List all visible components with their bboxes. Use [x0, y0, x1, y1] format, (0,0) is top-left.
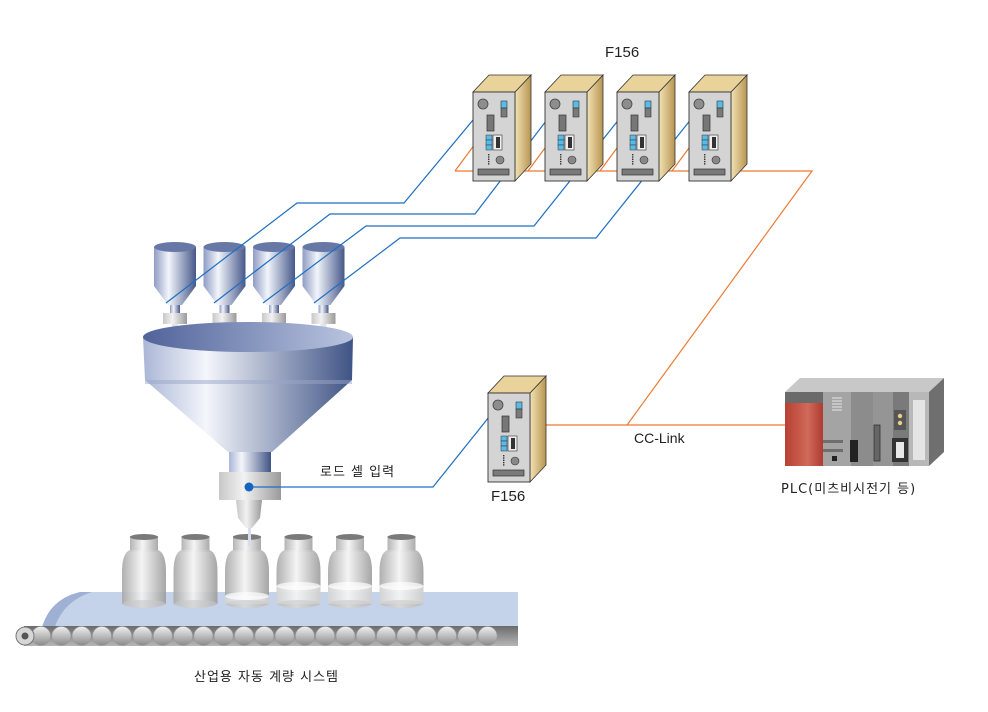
main-controller-label: F156	[491, 488, 526, 505]
roller	[295, 626, 315, 646]
roller	[173, 626, 193, 646]
knob-icon	[492, 399, 504, 411]
roller	[355, 626, 376, 646]
hopper-valve	[163, 313, 187, 324]
top-controllers-label: F156	[605, 44, 640, 61]
roller	[51, 626, 72, 646]
f156-controller-top	[616, 73, 676, 183]
hopper-valve	[212, 313, 237, 324]
roller	[71, 626, 92, 646]
roller	[193, 626, 214, 646]
roller	[335, 626, 356, 646]
signal-line-1	[165, 107, 484, 304]
bottle	[379, 534, 424, 608]
dispense-nozzle	[236, 500, 262, 546]
roller	[234, 626, 254, 646]
bottle	[122, 534, 166, 608]
roller	[112, 626, 132, 646]
roller-axle	[21, 632, 29, 640]
hopper-valve	[262, 313, 286, 324]
diagram-title: 산업용 자동 계량 시스템	[194, 670, 339, 685]
roller	[396, 626, 417, 646]
plc-label: PLC(미츠비시전기 등)	[781, 482, 917, 497]
bottle-fill	[328, 586, 372, 604]
bottle	[225, 534, 269, 608]
load-cell-sensor-dot	[244, 482, 254, 492]
roller	[213, 626, 234, 646]
roller	[457, 626, 478, 646]
bottle-fill	[276, 586, 321, 604]
hopper	[302, 242, 345, 344]
roller	[437, 626, 457, 646]
knob-icon	[693, 98, 705, 110]
roller	[376, 626, 396, 646]
roller	[153, 626, 173, 646]
roller	[477, 626, 498, 646]
f156-controllers	[472, 73, 748, 484]
plc-power-module	[785, 403, 823, 466]
roller	[315, 626, 336, 646]
hopper-valve	[311, 313, 336, 324]
roller	[132, 626, 153, 646]
knob-icon	[549, 98, 561, 110]
bottle-fill	[379, 586, 424, 604]
knob-icon	[477, 98, 489, 110]
roller	[416, 626, 437, 646]
knob-icon	[621, 98, 633, 110]
signal-line-loadcell	[252, 411, 494, 488]
f156-controller-top	[688, 73, 748, 183]
conveyor-rollers	[31, 626, 498, 646]
bottle	[276, 534, 321, 608]
roller	[254, 626, 275, 646]
roller	[274, 626, 295, 646]
f156-controller-top	[544, 73, 604, 183]
bottle	[328, 534, 372, 608]
cc-link-label: CC-Link	[634, 430, 685, 446]
bottles	[122, 534, 424, 608]
hopper	[154, 242, 196, 344]
roller	[92, 626, 112, 646]
plc-unit	[785, 378, 944, 466]
f156-controller-top	[472, 73, 532, 183]
bottle	[173, 534, 218, 608]
load-cell	[219, 472, 281, 500]
weighing-funnel	[143, 322, 353, 474]
f156-controller-main	[487, 374, 547, 484]
load-cell-input-label: 로드 셀 입력	[320, 465, 396, 480]
